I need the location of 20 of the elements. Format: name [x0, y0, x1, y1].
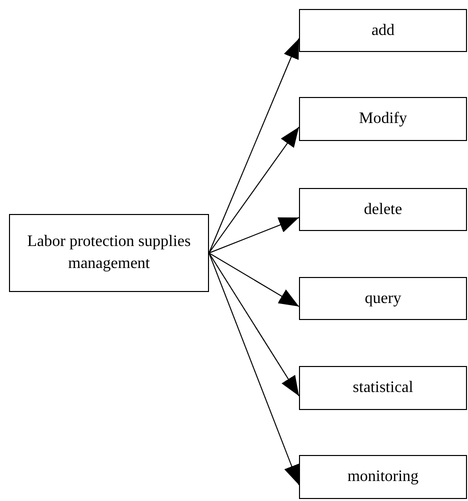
box-label: Labor protection supplies management	[26, 232, 192, 274]
box-label: query	[364, 288, 402, 308]
process-box	[299, 366, 467, 410]
process-box	[299, 9, 467, 52]
arrow	[208, 252, 300, 486]
process-box	[299, 455, 467, 499]
arrow	[208, 217, 300, 254]
arrow	[208, 252, 300, 396]
arrow	[208, 38, 300, 254]
arrow	[208, 126, 300, 254]
arrow	[208, 252, 300, 307]
process-box	[9, 214, 209, 292]
process-box	[299, 188, 467, 231]
box-label: monitoring	[347, 467, 419, 487]
process-box	[299, 97, 467, 141]
box-label: Modify	[359, 109, 407, 129]
box-label: add	[371, 20, 395, 40]
box-label: delete	[364, 200, 402, 220]
process-box	[299, 277, 467, 320]
box-label: statistical	[352, 378, 414, 398]
